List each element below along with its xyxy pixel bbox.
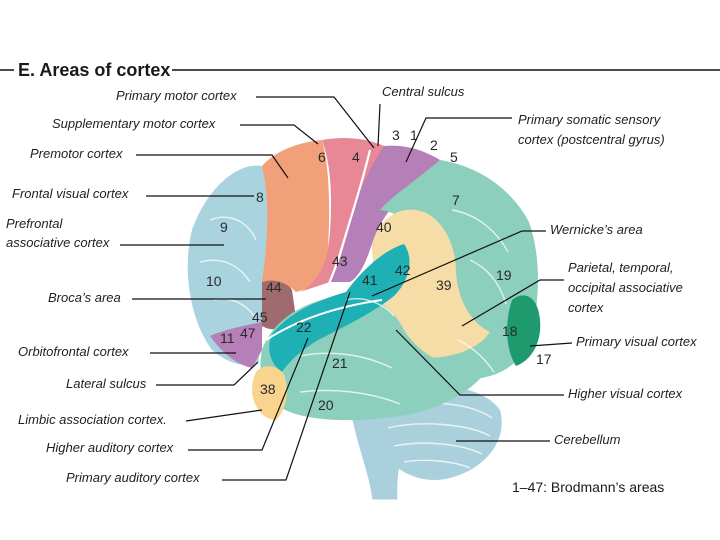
section-title: E. Areas of cortex [18, 60, 170, 80]
label-frontal-visual: Frontal visual cortex [12, 186, 129, 201]
area-45: 45 [252, 309, 268, 325]
label-pto-2: occipital associative [568, 280, 683, 295]
label-wernickes: Wernicke’s area [550, 222, 643, 237]
area-5: 5 [450, 149, 458, 165]
area-3: 3 [392, 127, 400, 143]
area-42: 42 [395, 262, 411, 278]
area-38: 38 [260, 381, 276, 397]
area-8: 8 [256, 189, 264, 205]
label-primary-auditory: Primary auditory cortex [66, 470, 200, 485]
label-pto-1: Parietal, temporal, [568, 260, 674, 275]
label-pto-3: cortex [568, 300, 604, 315]
area-7: 7 [452, 192, 460, 208]
area-9: 9 [220, 219, 228, 235]
label-somatic-2: cortex (postcentral gyrus) [518, 132, 665, 147]
area-17: 17 [536, 351, 552, 367]
area-19: 19 [496, 267, 512, 283]
area-20: 20 [318, 397, 334, 413]
area-47: 47 [240, 325, 256, 341]
area-10: 10 [206, 273, 222, 289]
label-primary-motor: Primary motor cortex [116, 88, 237, 103]
label-primary-visual: Primary visual cortex [576, 334, 697, 349]
label-prefrontal-2: associative cortex [6, 235, 110, 250]
label-supplementary-motor: Supplementary motor cortex [52, 116, 216, 131]
area-6: 6 [318, 149, 326, 165]
label-lateral-sulcus: Lateral sulcus [66, 376, 147, 391]
area-2: 2 [430, 137, 438, 153]
area-41: 41 [362, 272, 378, 288]
label-orbitofrontal: Orbitofrontal cortex [18, 344, 129, 359]
area-4: 4 [352, 149, 360, 165]
area-22: 22 [296, 319, 312, 335]
label-brocas: Broca’s area [48, 290, 121, 305]
label-higher-visual: Higher visual cortex [568, 386, 683, 401]
area-21: 21 [332, 355, 348, 371]
leader-central-sulcus [378, 104, 380, 146]
leader-limbic [186, 410, 262, 421]
label-central-sulcus: Central sulcus [382, 84, 465, 99]
area-18: 18 [502, 323, 518, 339]
label-prefrontal-1: Prefrontal [6, 216, 63, 231]
area-43: 43 [332, 253, 348, 269]
label-somatic-1: Primary somatic sensory [518, 112, 662, 127]
area-1: 1 [410, 127, 418, 143]
label-premotor: Premotor cortex [30, 146, 123, 161]
leader-lateral-sulcus [156, 362, 258, 385]
area-39: 39 [436, 277, 452, 293]
label-limbic: Limbic association cortex. [18, 412, 167, 427]
label-higher-auditory: Higher auditory cortex [46, 440, 174, 455]
brodmann-legend: 1–47: Brodmann’s areas [512, 479, 664, 495]
area-11: 11 [220, 330, 235, 346]
area-44: 44 [266, 279, 282, 295]
area-40: 40 [376, 219, 392, 235]
leader-supplementary-motor [240, 125, 318, 144]
label-cerebellum: Cerebellum [554, 432, 621, 447]
